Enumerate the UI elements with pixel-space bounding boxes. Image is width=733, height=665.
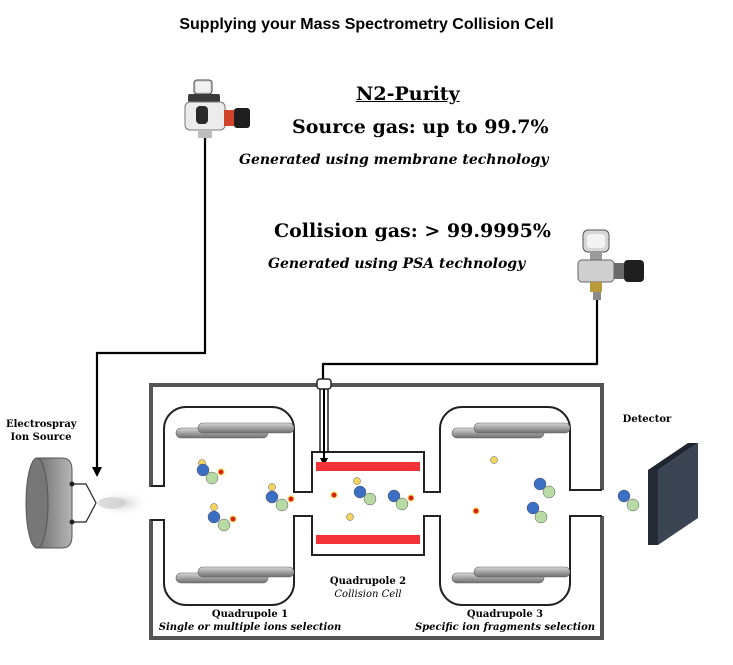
collision-plate-top — [316, 462, 420, 471]
ion-source-label-line2: Ion Source — [10, 432, 72, 443]
gas-regulator-icon — [577, 229, 644, 300]
purity-heading: N2-Purity — [356, 83, 460, 105]
quadrupole-1-title: Quadrupole 1 — [211, 609, 289, 620]
electrospray-source-icon — [25, 457, 150, 549]
detector-label: Detector — [622, 414, 672, 425]
ions — [196, 456, 640, 532]
source-gas-method: Generated using membrane technology — [239, 152, 549, 168]
ion-source-label-line1: Electrospray — [6, 419, 77, 430]
collision-gas-inlet — [316, 378, 332, 466]
source-gas-purity: Source gas: up to 99.7% — [292, 116, 549, 138]
collision-gas-line — [321, 300, 599, 380]
quadrupole-3-subtitle: Specific ion fragments selection — [414, 622, 596, 633]
collision-gas-purity: Collision gas: > 99.9995% — [274, 220, 551, 242]
quadrupole-1-subtitle: Single or multiple ions selection — [158, 622, 342, 633]
collision-plate-bottom — [316, 535, 420, 544]
source-gas-line — [95, 138, 207, 468]
page-title: Supplying your Mass Spectrometry Collisi… — [179, 16, 554, 33]
quadrupole-2-title: Quadrupole 2 — [329, 576, 407, 587]
quadrupole-1-rods — [175, 422, 295, 584]
quadrupole-2-subtitle: Collision Cell — [334, 589, 402, 600]
quadrupole-3-title: Quadrupole 3 — [466, 609, 544, 620]
ion-channels — [151, 485, 604, 521]
quadrupole-3-rods — [451, 422, 571, 584]
detector-plate-icon — [648, 443, 698, 545]
source-gas-arrowhead — [92, 467, 102, 477]
collision-gas-method: Generated using PSA technology — [268, 256, 526, 272]
gas-regulator-icon — [184, 79, 250, 138]
